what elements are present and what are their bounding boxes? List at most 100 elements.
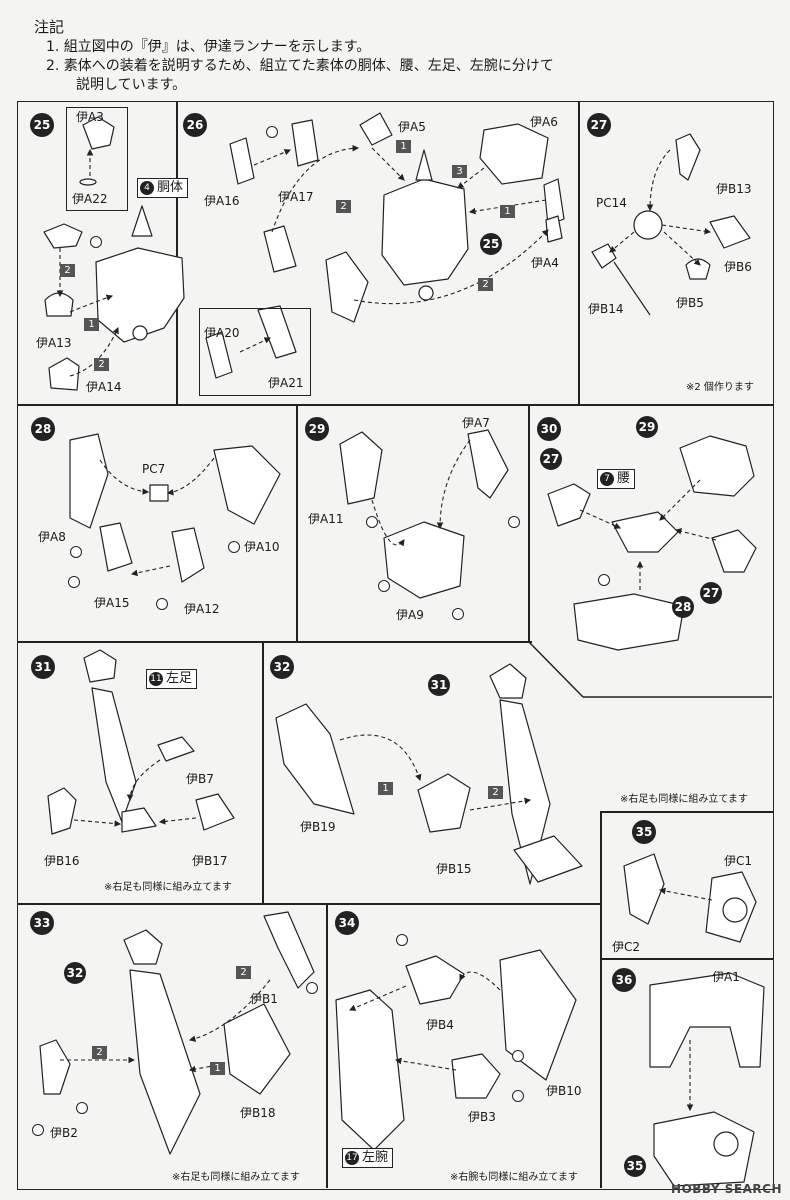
arrow-step-26-2a: 2 <box>336 200 351 213</box>
note-right-leg-32: ※右足も同様に組み立てます <box>620 794 748 805</box>
part-arm <box>335 989 405 1151</box>
gate-marker <box>76 1102 88 1114</box>
part-b6-top <box>709 215 751 249</box>
leader-b17-foot <box>158 817 197 825</box>
label-a1: 伊A1 <box>712 970 740 984</box>
part-a22 <box>79 178 97 186</box>
arrow-step-25-1: 1 <box>84 318 99 331</box>
arrow-step-32-1: 1 <box>378 782 393 795</box>
part-ref27b <box>711 529 757 573</box>
step-31-badge: 31 <box>31 655 55 679</box>
leader-pc14-b13 <box>646 149 671 212</box>
gate-marker <box>508 516 520 528</box>
leader-pc14-b6 <box>661 224 712 235</box>
step-32-badge: 32 <box>270 655 294 679</box>
label-b18: 伊B18 <box>240 1106 276 1120</box>
leader-27b-waist <box>674 528 717 541</box>
notes-block: 注記 1. 組立図中の『伊』は、伊達ランナーを示します。 2. 素体への装着を説… <box>34 18 754 95</box>
part-torso <box>95 247 185 343</box>
leader-a10-pc7 <box>166 457 215 496</box>
part-b10 <box>499 949 577 1081</box>
gate-marker <box>366 516 378 528</box>
step-35-badge: 35 <box>632 820 656 844</box>
gate-marker <box>452 608 464 620</box>
step-33-badge: 33 <box>30 911 54 935</box>
gate-marker <box>266 126 278 138</box>
step-29-badge: 29 <box>305 417 329 441</box>
gate-marker <box>68 576 80 588</box>
label-b4: 伊B4 <box>426 1018 454 1032</box>
note-right-leg-33: ※右足も同様に組み立てます <box>172 1172 300 1183</box>
step-36-badge: 36 <box>612 968 636 992</box>
part-ref35 <box>653 1111 755 1187</box>
gate-marker <box>378 580 390 592</box>
part-b4 <box>405 955 465 1005</box>
ref-27a-badge: 27 <box>540 448 562 470</box>
label-b1: 伊B1 <box>250 992 278 1006</box>
part-b7 <box>157 736 195 762</box>
label-b7: 伊B7 <box>186 772 214 786</box>
part-a10 <box>213 445 281 525</box>
note-right-arm-34: ※右腕も同様に組み立てます <box>450 1172 578 1183</box>
leader-27a-waist <box>579 509 622 529</box>
label-a14: 伊A14 <box>86 380 122 394</box>
leader-29-waist <box>659 479 701 521</box>
label-a16: 伊A16 <box>204 194 240 208</box>
leader-a5-body <box>371 147 405 181</box>
label-b19: 伊B19 <box>300 820 336 834</box>
part-a11 <box>339 431 383 505</box>
watermark: HOBBY SEARCH <box>671 1182 782 1196</box>
ref-25-badge: 25 <box>480 233 502 255</box>
divider-row4-h-right <box>600 958 774 960</box>
ref-32-badge: 32 <box>64 962 86 984</box>
leader-b16-foot <box>73 819 122 827</box>
label-pc7: PC7 <box>142 462 166 476</box>
leader-a13-torso <box>69 294 114 313</box>
divider-row3-h-left <box>17 903 600 905</box>
notes-line-2: 2. 素体への装着を説明するため、組立てた素体の胴体、腰、左足、左腕に分けて <box>46 58 554 74</box>
part-a15 <box>99 522 133 572</box>
ref-35-badge: 35 <box>624 1155 646 1177</box>
part-body <box>381 178 469 286</box>
leader-a12-a15 <box>130 565 171 577</box>
step-26-inset <box>199 308 311 396</box>
label-a15: 伊A15 <box>94 596 130 610</box>
notes-line-3: 説明しています。 <box>76 77 187 93</box>
notes-line-1: 1. 組立図中の『伊』は、伊達ランナーを示します。 <box>46 39 371 55</box>
label-c2: 伊C2 <box>612 940 641 954</box>
gate-marker <box>70 546 82 558</box>
leader-a8-pc7 <box>99 459 150 495</box>
arrow-step-26-1b: 1 <box>500 205 515 218</box>
part-b3 <box>451 1053 501 1099</box>
part-pc7 <box>149 484 169 502</box>
label-a4: 伊A4 <box>531 256 559 270</box>
divider-row1-v1 <box>176 101 178 404</box>
leader-pc14-b14 <box>609 231 635 253</box>
label-b10: 伊B10 <box>546 1084 582 1098</box>
leader-a16-a17 <box>253 149 292 166</box>
label-a5: 伊A5 <box>398 120 426 134</box>
arrow-step-32-2: 2 <box>488 786 503 799</box>
part-b14-stem <box>613 261 651 316</box>
gate-marker <box>598 574 610 586</box>
label-a20: 伊A20 <box>204 326 240 340</box>
part-b14 <box>591 243 617 269</box>
label-b3: 伊B3 <box>468 1110 496 1124</box>
part-body-ball <box>418 285 434 301</box>
label-b13: 伊B13 <box>716 182 752 196</box>
arrow-step-25-2a: 2 <box>60 264 75 277</box>
gate-marker <box>32 1124 44 1136</box>
instruction-frame <box>17 101 774 1190</box>
part-ref29 <box>679 435 755 497</box>
arrow-step-33-2b: 2 <box>92 1046 107 1059</box>
part-a17 <box>291 119 319 167</box>
part-a5 <box>359 112 393 146</box>
part-a16-installed <box>263 225 297 273</box>
leader-b3-arm <box>394 1057 457 1071</box>
divider-row4-v1 <box>326 903 328 1188</box>
divider-row1-v2 <box>578 101 580 404</box>
part-ref31-foot <box>513 835 583 883</box>
